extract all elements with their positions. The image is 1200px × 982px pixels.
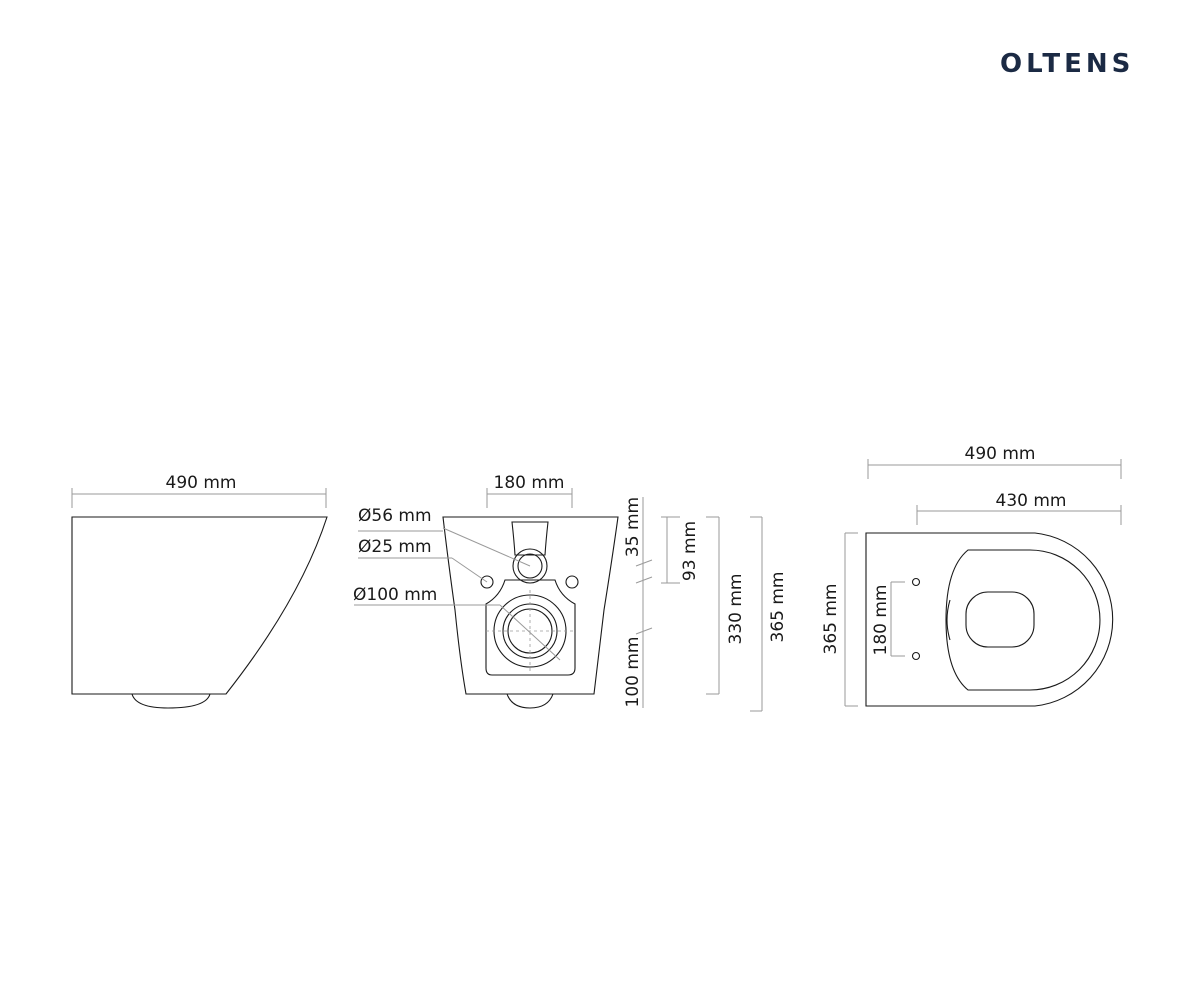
h365-label: 365 mm (768, 572, 788, 643)
top-height365-label: 365 mm (821, 584, 841, 655)
back-view: 180 mm Ø56 mm Ø25 mm Ø100 mm (353, 473, 788, 712)
mount-hole-right (565, 575, 579, 589)
brand-logo: OLTENS (1000, 49, 1134, 79)
h93-dimension (661, 516, 680, 584)
inlet-outer-circle (512, 548, 548, 584)
back-view-base (506, 693, 554, 709)
mount-hole-left (480, 575, 494, 589)
side-width-label: 490 mm (166, 473, 237, 493)
seat-hole-bottom (911, 651, 921, 661)
h365-dimension (750, 516, 763, 712)
top-width430-dimension (916, 505, 1122, 525)
h35-dimension (635, 497, 653, 708)
back-width-label: 180 mm (494, 473, 565, 493)
h35-label: 35 mm (623, 497, 643, 557)
d100-label: Ø100 mm (353, 585, 437, 605)
side-view-body (71, 516, 328, 695)
top-view-bowl (965, 591, 1035, 648)
inlet-channel (511, 521, 549, 556)
top-view-flush-tab (946, 599, 951, 641)
top-height365-dimension (844, 532, 858, 707)
top-view-body (865, 532, 1114, 707)
top-width430-label: 430 mm (996, 491, 1067, 511)
side-view: 490 mm (71, 473, 328, 709)
outlet-frame (485, 579, 576, 676)
top-width490-dimension (867, 459, 1122, 479)
side-width-dimension (71, 488, 327, 508)
back-width-dimension (486, 488, 573, 508)
inlet-inner-circle (517, 553, 543, 579)
top-view-rim (945, 549, 1101, 691)
side-view-base (131, 693, 211, 709)
top-spacing180-dimension (890, 581, 905, 657)
h93-label: 93 mm (680, 521, 700, 581)
d56-label: Ø56 mm (358, 506, 432, 526)
top-view: 490 mm 430 mm 365 mm 180 mm (821, 444, 1122, 707)
top-width490-label: 490 mm (965, 444, 1036, 464)
seat-hole-top (911, 577, 921, 587)
h330-dimension (706, 516, 720, 695)
h100-label: 100 mm (623, 637, 643, 708)
back-view-body (442, 516, 619, 695)
top-spacing180-label: 180 mm (871, 585, 891, 656)
h330-label: 330 mm (726, 574, 746, 645)
d25-label: Ø25 mm (358, 537, 432, 557)
d56-leader (442, 527, 531, 567)
